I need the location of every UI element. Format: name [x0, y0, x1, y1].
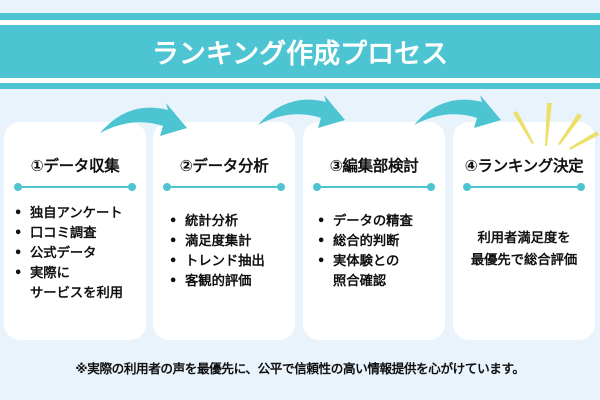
step-item-list: •データの精査 •総合的判断 •実体験との 照合確認 [315, 212, 441, 292]
step-card-data-collection: ①データ収集 •独自アンケート •口コミ調査 •公式データ •実際に サービスを… [4, 122, 146, 340]
step-card-data-analysis: ②データ分析 •統計分析 •満足度集計 •トレンド抽出 •客観的評価 [153, 122, 295, 340]
list-item: •口コミ調査 [12, 224, 142, 244]
title-divider [313, 183, 435, 191]
list-item: •客観的評価 [167, 272, 291, 292]
description-line: 利用者満足度を [477, 231, 571, 246]
banner-gap-top [0, 20, 600, 25]
bullet-icon: • [169, 214, 178, 229]
bullet-icon: • [317, 234, 326, 249]
title-divider [463, 183, 585, 191]
list-item: •公式データ [12, 244, 142, 264]
bullet-icon: • [317, 254, 326, 269]
list-item: •データの精査 [315, 212, 441, 232]
list-item: •トレンド抽出 [167, 252, 291, 272]
bullet-icon: • [14, 246, 23, 261]
step-title: ①データ収集 [30, 157, 120, 175]
step-description: 利用者満足度を 最優先で総合評価 [453, 228, 595, 272]
bullet-icon: • [14, 206, 23, 221]
step-title: ②データ分析 [179, 157, 269, 175]
list-item: •独自アンケート [12, 204, 142, 224]
title-divider [163, 183, 285, 191]
bullet-icon: • [169, 254, 178, 269]
list-item: •満足度集計 [167, 232, 291, 252]
list-item: •実体験との [315, 252, 441, 272]
step-title: ④ランキング決定 [464, 157, 584, 175]
bullet-icon: • [14, 226, 23, 241]
bullet-icon: • [169, 274, 178, 289]
title-divider [14, 183, 136, 191]
step-card-editorial-review: ③編集部検討 •データの精査 •総合的判断 •実体験との 照合確認 [303, 122, 445, 340]
banner-gap-bottom [0, 78, 600, 83]
title-banner: ランキング作成プロセス [0, 25, 600, 78]
step-title: ③編集部検討 [329, 157, 419, 175]
bullet-icon: • [14, 266, 23, 281]
list-item: •実際に [12, 264, 142, 284]
banner-stripe-top [0, 13, 600, 20]
step-card-ranking-decision: ④ランキング決定 利用者満足度を 最優先で総合評価 [453, 122, 595, 340]
bullet-icon: • [169, 234, 178, 249]
page-title: ランキング作成プロセス [151, 39, 449, 70]
banner-stripe-bottom [0, 83, 600, 89]
footnote: ※実際の利用者の声を最優先に、公平で信頼性の高い情報提供を心がけています。 [75, 361, 525, 376]
bullet-icon: • [317, 214, 326, 229]
list-item-continuation: 照合確認 [333, 274, 387, 289]
list-item: •統計分析 [167, 212, 291, 232]
step-item-list: •統計分析 •満足度集計 •トレンド抽出 •客観的評価 [167, 212, 291, 292]
list-item: •総合的判断 [315, 232, 441, 252]
list-item-continuation: サービスを利用 [30, 286, 124, 301]
description-line: 最優先で総合評価 [470, 253, 578, 268]
step-item-list: •独自アンケート •口コミ調査 •公式データ •実際に サービスを利用 [12, 204, 142, 304]
